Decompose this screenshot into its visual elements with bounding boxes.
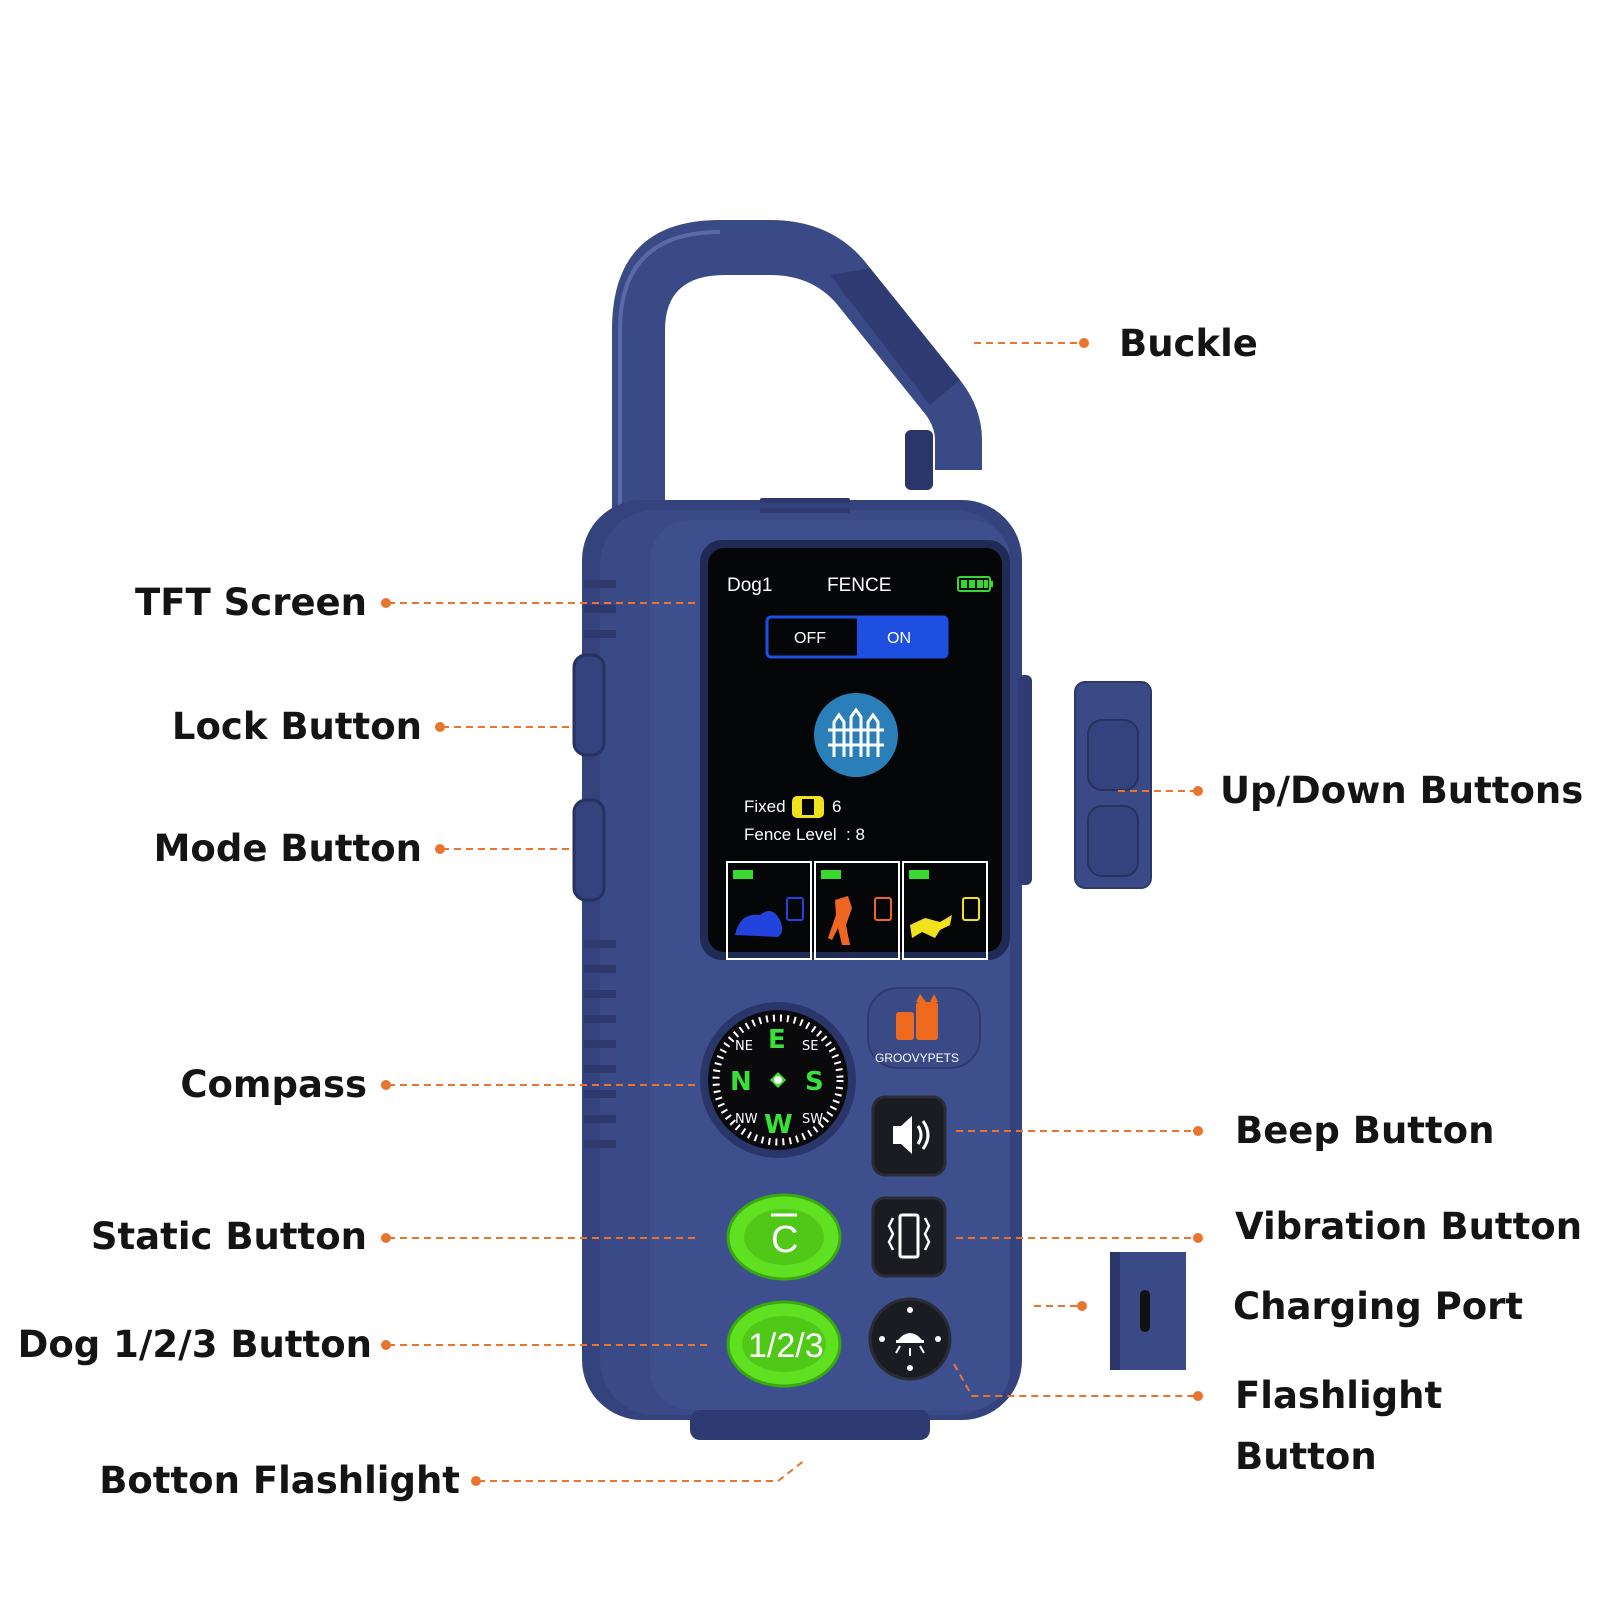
dog-slot-3 (902, 861, 988, 960)
compass-sw: SW (802, 1112, 823, 1127)
fence-level-label: Fence Level (744, 825, 837, 844)
fixed-label: Fixed (744, 797, 786, 816)
beep-button[interactable] (871, 1095, 947, 1177)
screen-dog-name: Dog1 (727, 575, 772, 596)
callout-dog-button: Dog 1/2/3 Button (17, 1323, 372, 1366)
speaker-icon (893, 1116, 930, 1154)
toggle-on-label: ON (887, 630, 911, 647)
dog-slot-2 (814, 861, 900, 960)
vibration-icon (887, 1213, 931, 1259)
lock-button[interactable] (572, 653, 606, 757)
leader-dots (381, 338, 1203, 1486)
static-symbol: C (771, 1219, 798, 1261)
callout-flashlight-button-line1: Flashlight (1235, 1374, 1443, 1417)
callout-static-button: Static Button (90, 1215, 367, 1258)
dog-select-symbol: 1/2/3 (748, 1327, 824, 1365)
dog-select-button[interactable]: 1/2/3 (726, 1300, 842, 1388)
up-down-buttons-inset (1074, 681, 1152, 889)
vibration-button[interactable] (871, 1196, 947, 1278)
buckle (612, 220, 982, 520)
compass: E S W N NE SE SW NW (700, 1002, 856, 1158)
down-button[interactable] (1087, 805, 1139, 877)
cat-logo-icon (896, 994, 938, 1040)
flashlight-button[interactable] (868, 1297, 952, 1381)
callout-buckle: Buckle (1119, 322, 1258, 365)
callout-lock-button: Lock Button (171, 705, 422, 748)
charging-port-inset (1110, 1252, 1186, 1370)
tft-screen: Dog1 FENCE OFF ON Fixed 6 Fence Level : … (700, 540, 1010, 960)
up-button[interactable] (1087, 719, 1139, 791)
fence-toggle[interactable]: OFF ON (765, 615, 949, 659)
brand-logo: GROOVYPETS (867, 987, 981, 1069)
brand-name: GROOVYPETS (875, 1051, 959, 1065)
compass-se: SE (802, 1039, 818, 1054)
toggle-off-label: OFF (794, 630, 826, 647)
fence-level-value: : 8 (846, 825, 865, 844)
mode-button[interactable] (572, 798, 606, 902)
callout-mode-button: Mode Button (153, 827, 422, 870)
callout-vibration-button: Vibration Button (1235, 1205, 1583, 1248)
fence-icon (814, 693, 898, 777)
callout-bottom-flashlight: Botton Flashlight (99, 1459, 460, 1502)
screen-mode-title: FENCE (827, 575, 891, 596)
compass-ne: NE (735, 1039, 753, 1054)
leader-lines (388, 342, 1196, 1482)
static-button[interactable]: C (726, 1193, 842, 1281)
compass-west: W (764, 1110, 793, 1140)
compass-east: E (768, 1025, 786, 1055)
flashlight-icon (879, 1307, 941, 1371)
fixed-value: 6 (832, 797, 841, 816)
callout-charging-port: Charging Port (1233, 1285, 1524, 1328)
compass-south: S (805, 1067, 824, 1097)
callout-beep-button: Beep Button (1235, 1109, 1495, 1152)
callout-tft-screen: TFT Screen (135, 581, 367, 624)
usb-c-port-icon[interactable] (1140, 1290, 1150, 1332)
callout-flashlight-button-line2: Button (1235, 1435, 1377, 1478)
compass-north: N (730, 1067, 752, 1097)
dog-slot-1 (726, 861, 812, 960)
battery-icon (957, 576, 993, 592)
callout-up-down-buttons: Up/Down Buttons (1220, 769, 1584, 812)
compass-nw: NW (735, 1112, 758, 1127)
callout-compass: Compass (180, 1063, 367, 1106)
